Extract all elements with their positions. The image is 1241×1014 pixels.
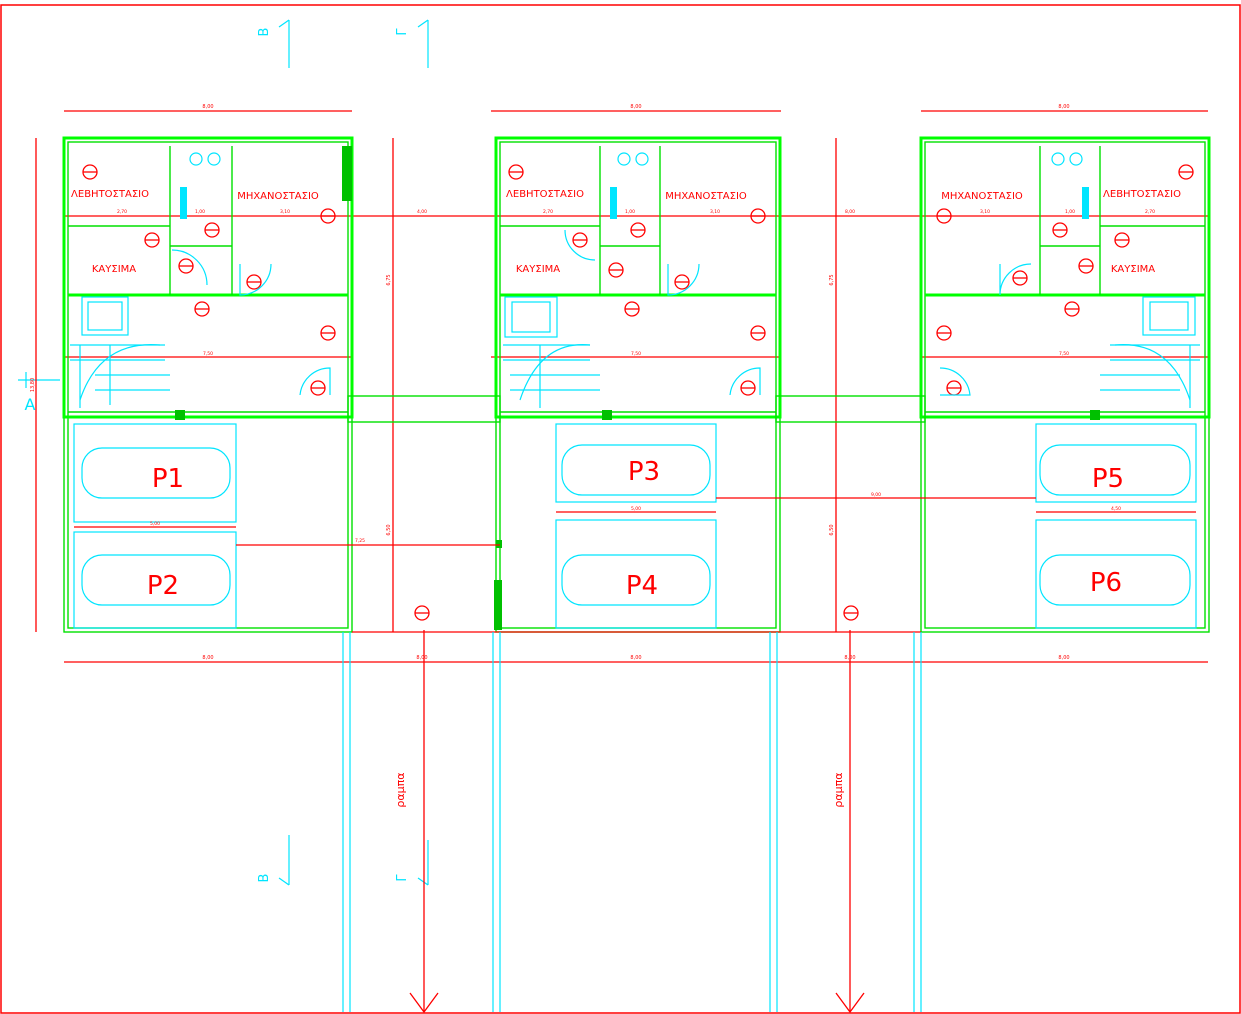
section-mark-g-top: Γ: [395, 28, 410, 36]
stair-icon: [70, 344, 170, 408]
room-fuel-label: ΚΑΥΣΙΜΑ: [1111, 264, 1155, 275]
section-mark-a: A: [25, 395, 36, 414]
parking-label-p6: P6: [1090, 568, 1122, 598]
room-boiler-label: ΛΕΒΗΤΟΣΤΑΣΙΟ: [506, 189, 584, 200]
dim-row-5: 2,70: [543, 209, 553, 215]
dim-row-7: 3,10: [710, 209, 720, 215]
dim-mid-1: 7,50: [203, 351, 213, 357]
dim-bay-1: 5,00: [150, 521, 160, 527]
ramps: ραμπα ραμπα: [342, 630, 922, 1014]
connecting-walls: [347, 395, 926, 633]
ramp-arrow-icon: [409, 992, 439, 1014]
dim-vertical-4: 6,50: [386, 524, 392, 535]
unit-1: ΛΕΒΗΤΟΣΤΑΣΙΟ ΜΗΧΑΝΟΣΤΑΣΙΟ ΚΑΥΣΙΜΑ 5,00 P…: [62, 136, 354, 633]
car-icon: [1039, 554, 1191, 606]
dim-bottom-5: 8,00: [1058, 655, 1069, 661]
dim-row-1: 2,70: [117, 209, 127, 215]
dim-mid-3: 7,50: [1059, 351, 1069, 357]
dim-vertical-1: 13,80: [30, 378, 36, 392]
car-icon: [81, 554, 231, 606]
room-boiler-label: ΛΕΒΗΤΟΣΤΑΣΙΟ: [1103, 189, 1181, 200]
dim-row-8: 8,00: [845, 209, 855, 215]
dim-bottom-2: 8,00: [416, 655, 427, 661]
dim-top-1: 8,00: [202, 104, 213, 110]
dim-row-6: 1,00: [625, 209, 635, 215]
unit-2: ΛΕΒΗΤΟΣΤΑΣΙΟ ΜΗΧΑΝΟΣΤΑΣΙΟ ΚΑΥΣΙΜΑ 5,00 P…: [494, 136, 782, 633]
dim-driveway-2: 9,00: [871, 492, 881, 498]
room-fuel-label: ΚΑΥΣΙΜΑ: [92, 264, 136, 275]
dim-row-11: 2,70: [1145, 209, 1155, 215]
section-mark-g-bottom: Γ: [395, 874, 410, 882]
stair-icon: [503, 344, 600, 408]
parking-label-p5: P5: [1092, 464, 1124, 494]
dim-bay-3: 4,50: [1111, 506, 1121, 512]
room-boiler-label: ΛΕΒΗΤΟΣΤΑΣΙΟ: [71, 189, 149, 200]
wall-column: [342, 146, 352, 201]
car-icon: [81, 447, 231, 499]
drawing-frame: [0, 4, 1241, 1014]
parking-label-p1: P1: [152, 464, 184, 494]
dim-bottom-3: 8,00: [630, 655, 641, 661]
dim-mid-2: 7,50: [631, 351, 641, 357]
room-fuel-label: ΚΑΥΣΙΜΑ: [516, 264, 560, 275]
dim-vertical-2: 6,75: [386, 274, 392, 285]
dim-row-3: 3,10: [280, 209, 290, 215]
dim-bay-2: 5,00: [631, 506, 641, 512]
parking-label-p2: P2: [147, 571, 179, 601]
stair-icon: [1100, 344, 1200, 408]
dim-driveway-1: 7,25: [355, 538, 365, 544]
section-marks: B Γ B Γ A: [18, 19, 429, 886]
parking-label-p3: P3: [628, 457, 660, 487]
elevator: [504, 296, 558, 338]
dim-vertical-5: 6,50: [829, 524, 835, 535]
car-icon: [561, 554, 711, 606]
car-icon: [561, 444, 711, 496]
dim-row-4: 4,00: [417, 209, 427, 215]
room-machine-label: ΜΗΧΑΝΟΣΤΑΣΙΟ: [237, 191, 319, 202]
dim-row-10: 1,00: [1065, 209, 1075, 215]
dim-top-2: 8,00: [630, 104, 641, 110]
car-icon: [1039, 444, 1191, 496]
boiler-fixture: [1082, 187, 1089, 219]
elevator: [81, 296, 129, 336]
boiler-fixture: [610, 187, 617, 219]
unit-3: ΜΗΧΑΝΟΣΤΑΣΙΟ ΛΕΒΗΤΟΣΤΑΣΙΟ ΚΑΥΣΙΜΑ 4,50 P…: [919, 136, 1211, 633]
ramp-label-2: ραμπα: [832, 772, 845, 807]
dim-row-2: 1,00: [195, 209, 205, 215]
dim-row-9: 3,10: [980, 209, 990, 215]
dim-top-3: 8,00: [1058, 104, 1069, 110]
elevator: [1142, 296, 1196, 336]
parking-label-p4: P4: [626, 571, 658, 601]
section-mark-b-top: B: [257, 28, 272, 37]
ramp-arrow-icon: [835, 992, 865, 1014]
driveway-dimensions: 7,25 9,00: [236, 492, 1036, 621]
boiler-fixture: [180, 187, 187, 219]
room-row-dimensions: 2,70 1,00 3,10 4,00 2,70 1,00 3,10 8,00 …: [64, 209, 1208, 358]
room-machine-label: ΜΗΧΑΝΟΣΤΑΣΙΟ: [941, 191, 1023, 202]
section-mark-b-bottom: B: [257, 874, 272, 883]
overall-dimensions: 8,00 8,00 8,00 8,00 8,00 8,00 8,00 8,00 …: [30, 104, 1208, 663]
room-machine-label: ΜΗΧΑΝΟΣΤΑΣΙΟ: [665, 191, 747, 202]
ramp-label-1: ραμπα: [394, 772, 407, 807]
dim-bottom-1: 8,00: [202, 655, 213, 661]
dim-vertical-3: 6,75: [829, 274, 835, 285]
